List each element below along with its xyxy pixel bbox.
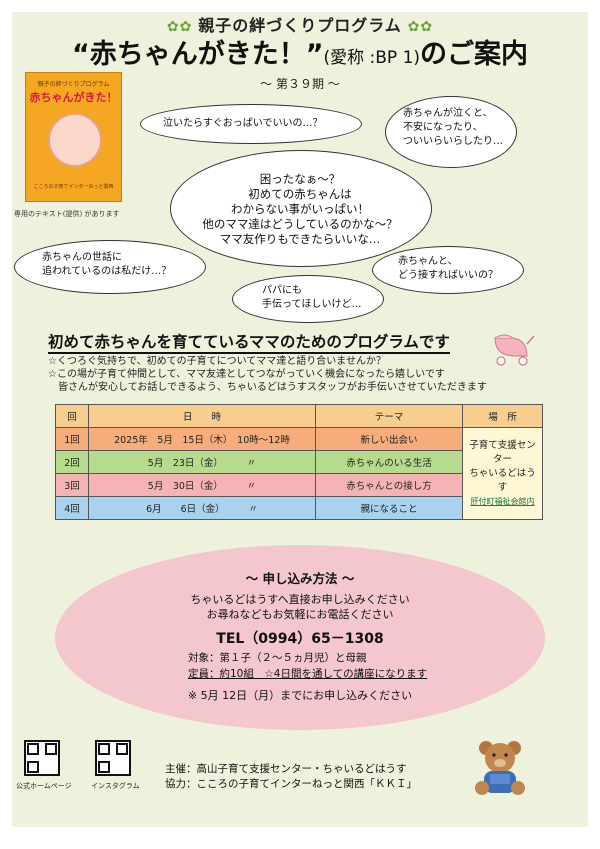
intro-text: ☆くつろぐ気持ちで、初めての子育てについてママ達と語り合いませんか？ ☆この場が…	[48, 356, 487, 393]
application-title: ～ 申し込み方法 ～	[245, 571, 355, 586]
schedule-table: 回 日 時 テーマ 場 所 1回 2025年 5月 15日（木） 10時～12時…	[55, 404, 543, 520]
pram-icon	[494, 334, 535, 366]
target-info: 対象：第１子（２～５ヵ月児）と母親 定員：約10組 ☆4日間を通しての講座になり…	[188, 652, 428, 680]
table-row: 3回 5月 30日（金） 〃 赤ちゃんとの接し方	[55, 473, 543, 497]
table-header-row: 回 日 時 テーマ 場 所	[55, 404, 543, 428]
venue-cell: 子育て支援センター ちゃいるどはうす 肝付町福祉会館内	[462, 427, 543, 520]
program-subtitle: ✿✿ 親子の絆づくりプログラム ✿✿	[166, 16, 434, 35]
qr-code-homepage[interactable]	[24, 740, 60, 776]
phone-number: TEL（0994）65－1308	[216, 631, 384, 647]
application-instructions: ちゃいるどはうすへ直接お申し込みください お尋ねなどもお気軽にお電話ください	[190, 593, 410, 621]
qr-label-homepage: 公式ホームページ	[16, 782, 72, 790]
program-headline: 初めて赤ちゃんを育てているママのためのプログラムです	[48, 330, 450, 354]
page-title: “赤ちゃんがきた！”(愛称 :BP 1)のご案内	[71, 39, 529, 70]
bubble-center	[170, 150, 432, 267]
bubble-busy	[14, 240, 206, 294]
leaf-icon: ✿✿	[166, 19, 199, 35]
qr-code-instagram[interactable]	[95, 740, 131, 776]
organizer-info: 主催：高山子育て支援センター・ちゃいるどはうす 協力：こころの子育てインターねっ…	[165, 763, 417, 790]
table-row: 2回 5月 23日（金） 〃 赤ちゃんのいる生活	[55, 450, 543, 474]
table-row: 4回 6月 6日（金） 〃 親になること	[55, 496, 543, 520]
qr-label-instagram: インスタグラム	[91, 782, 140, 790]
table-row: 1回 2025年 5月 15日（木） 10時～12時 新しい出会い 子育て支援セ…	[55, 427, 543, 520]
baby-illustration	[48, 113, 102, 167]
teddy-bear-icon	[475, 741, 525, 795]
bubble-anxiety	[385, 96, 517, 168]
bubble-interaction	[372, 246, 524, 294]
leaf-icon: ✿✿	[401, 19, 434, 35]
textbook-image: 親子の絆づくりプログラム 赤ちゃんがきた！ こころの子育てインターねっと関西	[25, 72, 122, 202]
term-label: ～ 第３９期 ～	[260, 77, 340, 91]
bubble-papa	[232, 275, 384, 323]
deadline-note: ※ 5月 12日（月）までにお申し込みください	[187, 689, 413, 702]
textbook-note: 専用のテキスト(提供) があります	[14, 210, 120, 218]
application-panel	[55, 545, 545, 730]
bubble-breastfeeding	[140, 104, 362, 144]
